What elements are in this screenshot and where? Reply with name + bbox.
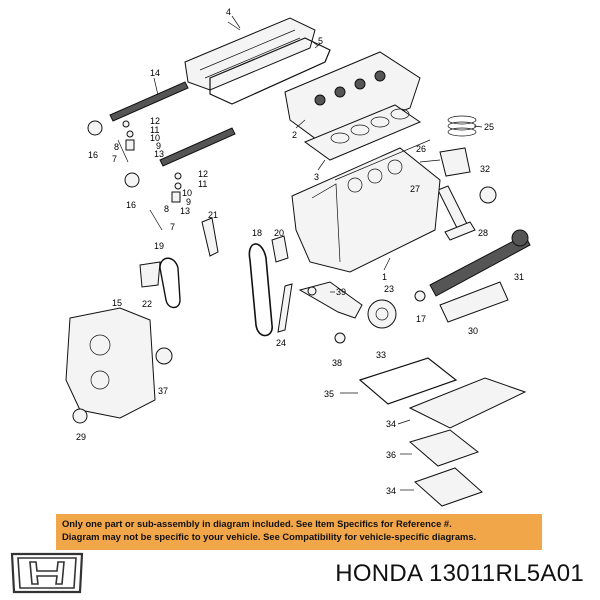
callout-12: 12 [150,116,160,126]
callout-33: 33 [376,350,386,360]
callout-3: 3 [314,172,319,182]
oil-pan-gasket [358,357,458,405]
reference-notice: Only one part or sub-assembly in diagram… [56,514,542,550]
callout-9: 9 [156,141,161,151]
callout-16b: 16 [126,200,136,210]
callout-21: 21 [208,210,218,220]
callout-7: 7 [112,154,117,164]
oil-pickup [298,281,363,344]
callout-2: 2 [292,130,297,140]
callout-29: 29 [76,432,86,442]
callout-11b: 11 [198,179,207,189]
honda-h-logo-icon [10,552,84,594]
callout-1: 1 [382,272,387,282]
callout-28: 28 [478,228,488,238]
callout-34b: 34 [386,486,396,496]
callout-13b: 13 [180,206,190,216]
callout-13: 13 [154,149,164,159]
crankshaft [429,229,531,297]
callout-20: 20 [274,228,284,238]
callout-11: 11 [150,125,159,135]
callout-32: 32 [480,164,490,174]
bearings [439,221,509,323]
callout-12b: 12 [198,169,208,179]
head-gasket [303,104,422,161]
oil-pump-drive [139,261,161,288]
callout-10b: 10 [182,188,192,198]
callout-34: 34 [386,419,396,429]
callout-31: 31 [514,272,524,282]
chain-guide [201,217,219,257]
callout-8b: 8 [164,204,169,214]
front-seal [155,347,173,365]
engine-exploded-diagram: 4 5 14 12 11 10 9 13 8 7 16 2 25 3 26 32… [65,7,531,507]
callout-18: 18 [252,228,262,238]
callout-9b: 9 [186,197,191,207]
piston-rings [447,115,477,137]
chain-guide-arm [277,283,293,333]
crank-pulley [367,299,397,329]
callout-36: 36 [386,450,396,460]
callout-17: 17 [416,314,426,324]
valve-components-lower [149,172,182,231]
engine-block [291,139,441,273]
notice-line-2: Diagram may not be specific to your vehi… [62,531,477,542]
callout-24: 24 [276,338,286,348]
camshafts [109,81,236,167]
front-cover [65,307,156,419]
callout-5: 5 [318,36,323,46]
callout-4: 4 [226,7,231,17]
valve-cover [184,17,316,91]
cam-gear-lower [124,172,140,188]
callout-25: 25 [484,122,494,132]
callout-27: 27 [410,184,420,194]
crank-seal [72,408,88,424]
cylinder-head [284,51,421,143]
leader-lines [153,15,483,491]
callout-26: 26 [416,144,426,154]
chain-tensioner [271,235,289,263]
oil-pan-baffle [408,429,480,467]
callout-22: 22 [142,299,152,309]
valve-components-upper [117,120,135,163]
callout-16: 16 [88,150,98,160]
callout-23: 23 [384,284,394,294]
callout-38: 38 [332,358,342,368]
callout-labels: 4 5 14 12 11 10 9 13 8 7 16 2 25 3 26 32… [76,7,524,496]
thrust-washer [414,290,426,302]
part-caption: HONDA 13011RL5A01 [335,560,584,587]
callout-30: 30 [468,326,478,336]
valve-cover-gasket [209,37,331,105]
callout-10: 10 [150,133,160,143]
callout-19: 19 [154,241,164,251]
callout-35: 35 [324,389,334,399]
timing-chain [248,243,273,337]
callout-39: 39 [336,287,346,297]
rear-seal [479,186,497,204]
oil-pan-upper [408,377,527,429]
callout-8: 8 [114,142,119,152]
notice-line-1: Only one part or sub-assembly in diagram… [62,518,452,529]
callout-7b: 7 [170,222,175,232]
callout-37: 37 [158,386,168,396]
cam-gear-upper [87,120,103,136]
balance-chain [159,257,181,309]
callout-15: 15 [112,298,122,308]
oil-pan-lower [414,467,483,507]
piston [419,147,471,177]
callout-14: 14 [150,68,160,78]
